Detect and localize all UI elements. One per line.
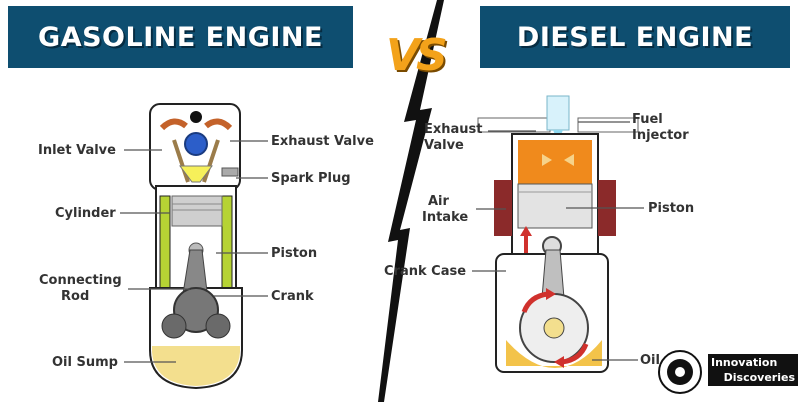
label-exhaust-valve-line1: Exhaust [424, 122, 483, 137]
label-connecting-rod-line1: Connecting [39, 273, 122, 288]
label-air-intake-line2: Intake [422, 210, 469, 225]
label-fuel-injector-line1: Fuel [632, 112, 663, 127]
label-exhaust-valve: Exhaust Valve [271, 134, 374, 149]
label-fuel-injector-line2: Injector [632, 128, 689, 143]
vs-badge: VS [386, 30, 448, 81]
logo-text: Innovation Discoveries [708, 354, 798, 386]
label-inlet-valve: Inlet Valve [38, 143, 116, 158]
diesel-engine-illustration [472, 95, 644, 373]
diesel-engine-title: DIESEL ENGINE [480, 6, 790, 68]
logo-line1: Innovation [711, 356, 778, 369]
gasoline-engine-title: GASOLINE ENGINE [8, 6, 353, 68]
innovation-discoveries-logo-icon [658, 350, 702, 394]
label-cylinder: Cylinder [55, 206, 116, 221]
label-oil-sump: Oil Sump [52, 355, 118, 370]
label-exhaust-valve-line2: Valve [424, 138, 464, 153]
logo-line2: Discoveries [723, 371, 795, 384]
gasoline-engine-illustration [120, 103, 268, 390]
lightning-divider [378, 0, 444, 402]
label-diesel-piston: Piston [648, 201, 695, 216]
label-air-intake-line1: Air [428, 194, 449, 209]
label-oil: Oil [640, 353, 660, 368]
label-piston: Piston [271, 246, 318, 261]
label-connecting-rod-line2: Rod [61, 289, 90, 304]
label-crank-case: Crank Case [384, 264, 467, 279]
label-spark-plug: Spark Plug [271, 171, 351, 186]
label-crank: Crank [271, 289, 314, 304]
